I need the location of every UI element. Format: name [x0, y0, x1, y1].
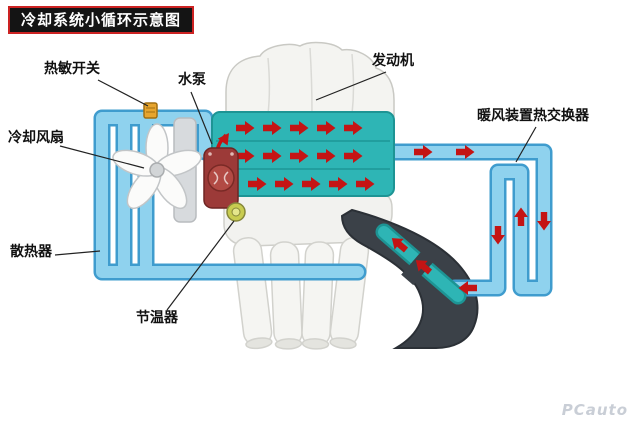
heater-circuit-pipes: [384, 143, 553, 297]
watermark-logo: PCauto: [561, 401, 628, 419]
label-water-pump: 水泵: [178, 72, 206, 88]
label-thermal-switch: 热敏开关: [44, 61, 100, 77]
label-cooling-fan: 冷却风扇: [8, 130, 64, 146]
thermal-switch: [143, 102, 158, 119]
label-thermostat: 节温器: [136, 310, 178, 326]
engine-block: [223, 41, 395, 247]
leader-lines: [54, 71, 537, 311]
label-radiator: 散热器: [10, 244, 52, 260]
diagram-title: 冷却系统小循环示意图: [8, 6, 195, 34]
label-engine: 发动机: [372, 53, 414, 69]
thermostat: [226, 202, 246, 222]
engine-intake-runners: [232, 237, 370, 350]
water-pump: [203, 147, 239, 209]
exhaust-manifold: [340, 208, 479, 349]
label-heater-exchanger: 暖风装置热交换器: [477, 108, 589, 124]
cooling-fan: [112, 123, 202, 210]
